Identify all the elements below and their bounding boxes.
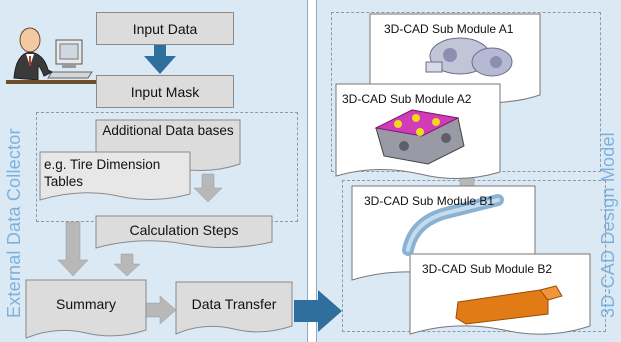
calculation-steps-label: Calculation Steps: [129, 222, 239, 238]
input-data-box: Input Data: [96, 12, 234, 45]
tire-tables-shape: [39, 151, 191, 201]
calculation-steps-shape: [95, 215, 273, 249]
gray-down-arrow-calc: [113, 253, 141, 277]
summary-shape: [25, 279, 147, 339]
module-a2-label: 3D-CAD Sub Module A2: [342, 92, 472, 106]
module-b1-label: 3D-CAD Sub Module B1: [364, 194, 495, 208]
engine-part-a1-render: [425, 37, 513, 77]
additional-databases-label: Additional Data bases: [102, 123, 234, 138]
data-transfer-shape: [175, 281, 293, 335]
input-mask-box: Input Mask: [96, 75, 234, 108]
engine-block-a2-render: [374, 109, 465, 165]
person-at-computer-icon: [6, 27, 98, 84]
module-a1-label: 3D-CAD Sub Module A1: [384, 22, 514, 36]
beam-b2-render: [455, 285, 563, 325]
gray-right-arrow-transfer: [145, 295, 177, 325]
tire-tables-label: e.g. Tire Dimension Tables: [44, 157, 161, 189]
data-transfer-label: Data Transfer: [191, 296, 277, 312]
gray-down-arrow-summary: [57, 221, 89, 277]
summary-label: Summary: [56, 296, 116, 312]
blue-right-arrow-transfer: [294, 290, 342, 332]
module-b2-label: 3D-CAD Sub Module B2: [422, 262, 553, 276]
blue-down-arrow: [144, 45, 176, 74]
gray-down-arrow-databases: [193, 173, 223, 203]
